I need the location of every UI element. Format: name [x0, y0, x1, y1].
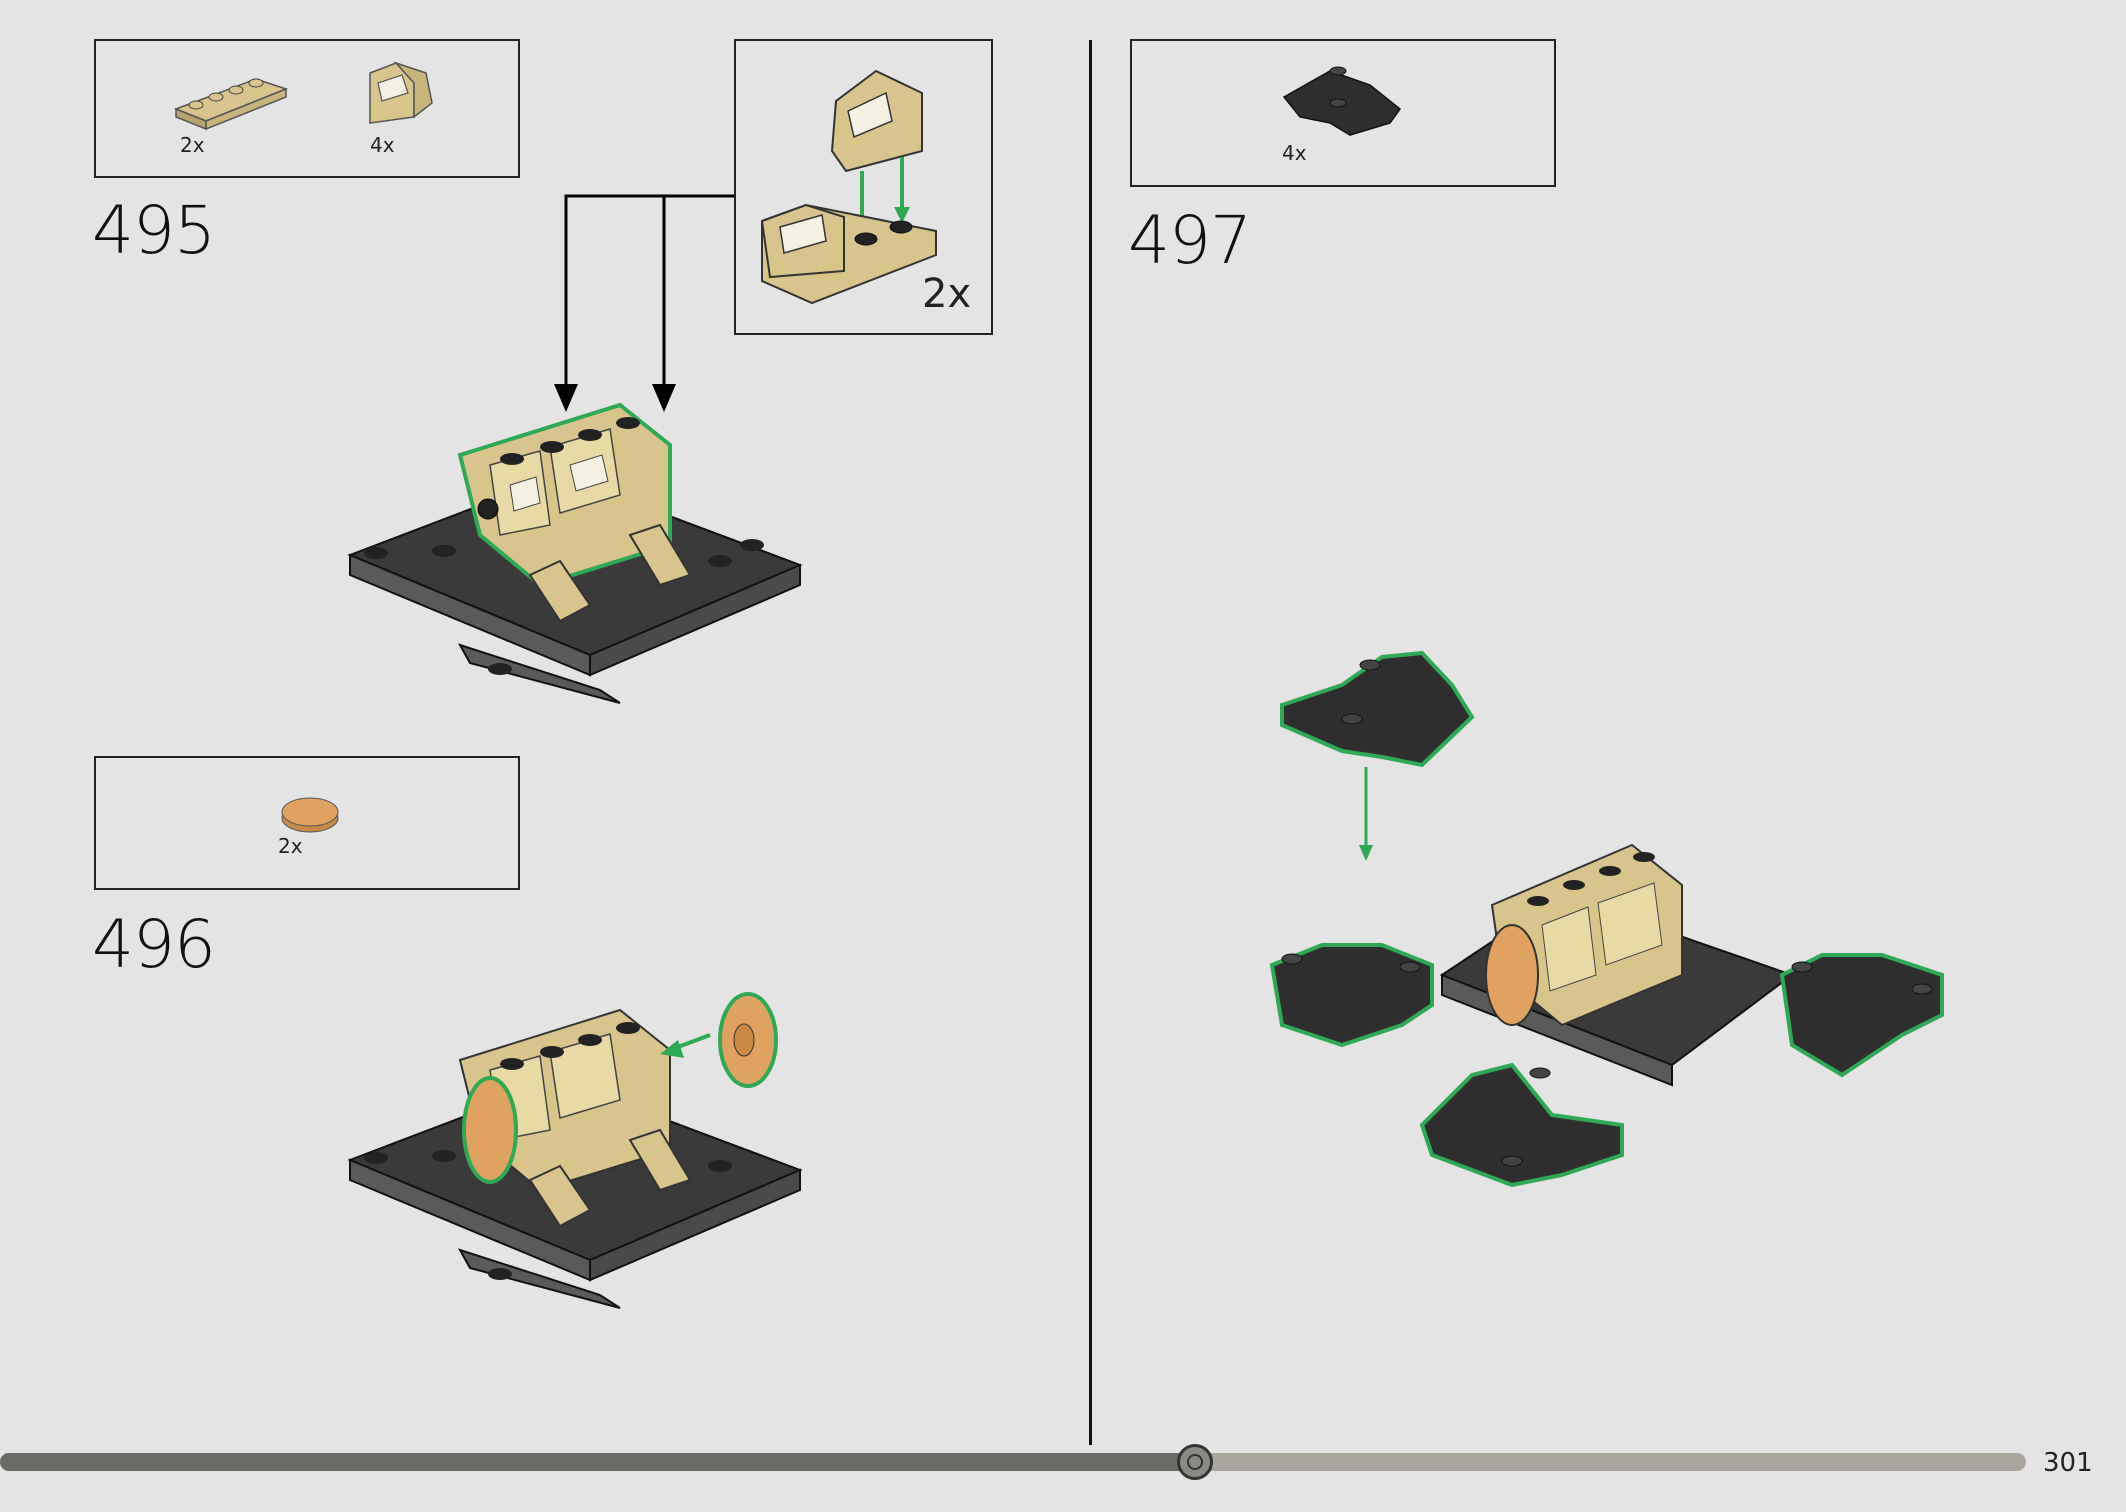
progress-knob[interactable] — [1177, 1444, 1213, 1480]
column-divider — [1089, 40, 1092, 1445]
progress-fill — [0, 1453, 1195, 1471]
part-qty: 4x — [1282, 141, 1307, 165]
subassembly-callout: 2x — [734, 39, 993, 335]
part-qty: 4x — [370, 133, 395, 157]
model-step-495 — [347, 402, 803, 704]
model-step-496 — [347, 992, 803, 1309]
page-number: 301 — [2043, 1448, 2093, 1478]
part-qty: 2x — [180, 133, 205, 157]
step-number: 496 — [92, 906, 216, 983]
model-step-497 — [1269, 650, 1944, 1188]
step-number: 497 — [1128, 202, 1252, 279]
step-number: 495 — [92, 192, 216, 269]
part-qty: 2x — [278, 834, 303, 858]
orange-round-tile-icon — [281, 797, 339, 833]
callout-arrows — [554, 194, 734, 412]
subassembly-qty: 2x — [922, 271, 972, 317]
parts-box-step-495: 2x 4x — [94, 39, 520, 178]
parts-box-step-496: 2x — [94, 756, 520, 890]
tan-plate-1x4-icon — [173, 78, 289, 131]
tan-slope-window-icon — [369, 61, 433, 124]
parts-box-step-497: 4x — [1130, 39, 1556, 187]
black-wedge-plate-icon — [1282, 66, 1402, 136]
subassembly-illustration — [760, 69, 937, 305]
